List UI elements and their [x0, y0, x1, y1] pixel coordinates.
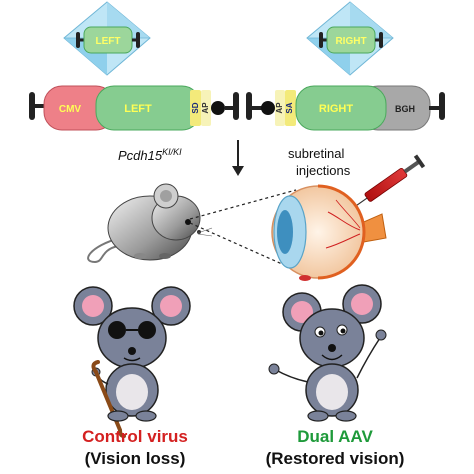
left-gene-label: LEFT: [124, 103, 152, 115]
ap-segment-left: [201, 90, 211, 126]
right-itr-3prime: [429, 92, 445, 120]
right-aav-capsid: RIGHT: [306, 1, 394, 76]
left-capsid-label: LEFT: [96, 36, 121, 47]
vision-loss-subtitle: (Vision loss): [84, 449, 186, 468]
sd-label: SD: [191, 102, 200, 113]
lab-mouse-illustration: [87, 183, 213, 264]
ap-label-left: AP: [201, 102, 210, 114]
cmv-label: CMV: [59, 104, 82, 115]
ap-segment-right: [275, 90, 285, 126]
control-virus-title: Control virus: [82, 427, 188, 446]
injection-label-line1: subretinal: [288, 146, 344, 161]
right-capsid-cargo: RIGHT: [319, 26, 383, 54]
sd-segment: [190, 90, 201, 126]
sa-label: SA: [285, 102, 294, 113]
happy-mouse-cartoon: [268, 284, 387, 422]
left-itr-5prime: [29, 92, 46, 120]
zoom-line-top: [189, 189, 297, 220]
right-hairpin-ball: [261, 101, 275, 115]
blind-mouse-cartoon: [73, 286, 191, 438]
left-aav-capsid: LEFT: [63, 1, 151, 76]
restored-vision-subtitle: (Restored vision): [265, 449, 405, 468]
syringe-icon: [345, 154, 426, 214]
injection-label-line2: injections: [296, 163, 351, 178]
down-arrow: [232, 140, 244, 176]
dual-aav-title: Dual AAV: [297, 427, 373, 446]
right-capsid-label: RIGHT: [335, 36, 366, 47]
bgh-label: BGH: [395, 104, 415, 114]
mouse-line-label: Pcdh15KI/KI: [118, 147, 182, 163]
sa-segment: [285, 90, 296, 126]
right-construct: AP SA RIGHT BGH: [246, 85, 445, 131]
left-hairpin-ball: [211, 101, 225, 115]
right-gene-segment: [295, 85, 387, 131]
zoom-line-bottom: [189, 222, 301, 273]
eye-cross-section: [271, 184, 387, 281]
ap-label-right: AP: [275, 102, 284, 114]
left-construct: CMV LEFT SD AP: [29, 85, 239, 131]
right-gene-label: RIGHT: [319, 103, 354, 115]
right-itr-5prime: [246, 92, 262, 120]
left-itr-3prime: [225, 92, 239, 120]
left-capsid-cargo: LEFT: [76, 26, 140, 54]
